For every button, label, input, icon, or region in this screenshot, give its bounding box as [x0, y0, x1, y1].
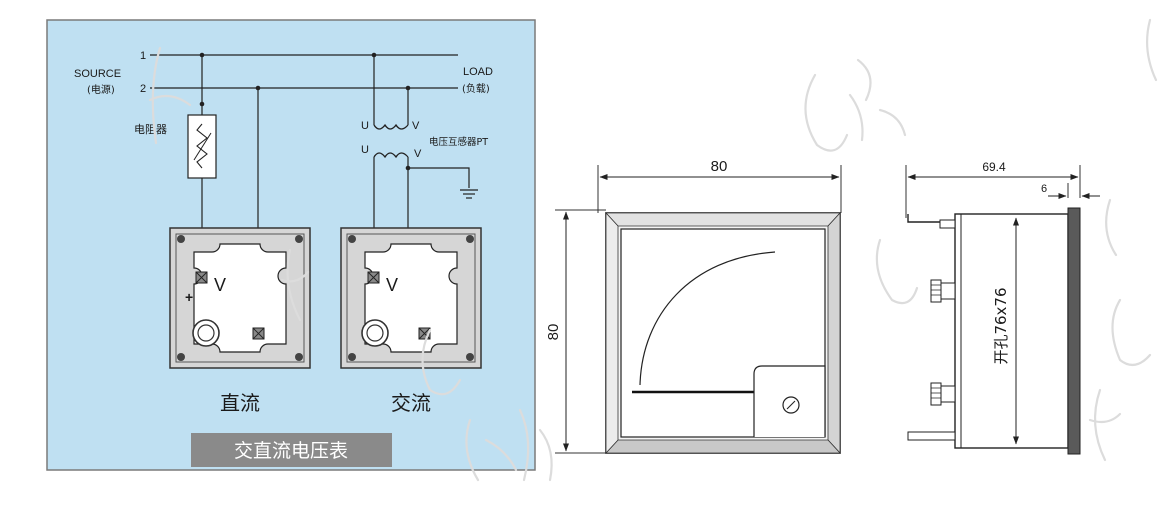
ac-caption: 交流: [391, 391, 431, 415]
dc-meter-stud: [192, 319, 220, 347]
line-1-number: 1: [140, 50, 146, 62]
watermark-strokes: [148, 18, 1158, 482]
pt-secondary-coil: [373, 152, 409, 159]
width-dimension: 80: [711, 158, 728, 175]
ac-meter-symbol: V: [386, 275, 398, 295]
junction-dot: [199, 101, 205, 107]
junction-dot: [405, 85, 411, 91]
terminal-stud-upper: [930, 279, 956, 303]
meter-front-flange: [1067, 207, 1081, 455]
junction-dot: [405, 165, 411, 171]
footer-caption: 交直流电压表: [234, 440, 348, 462]
resistor-symbol: [196, 123, 208, 169]
side-view: 69.4 6 开孔76x76: [905, 160, 1100, 455]
junction-dot: [199, 52, 205, 58]
scale-arc: [639, 251, 776, 386]
footer-caption-box: [191, 433, 392, 467]
front-view: 80 80: [545, 158, 842, 455]
height-dimension: 80: [545, 324, 562, 341]
shunt-label: 电阻器: [134, 123, 167, 136]
dc-plus-sign: +: [185, 289, 193, 305]
source-label: SOURCE: [74, 68, 121, 80]
wiring-diagram-panel: 1 2 SOURCE (电源) LOAD (负载) 电阻器 U V U V 电压…: [46, 19, 536, 471]
ground-icon: [460, 189, 478, 199]
depth-dimension: 69.4: [982, 160, 1006, 174]
pt-v-bottom: V: [414, 148, 422, 160]
junction-dot: [255, 85, 261, 91]
resistor-arrow: [193, 132, 212, 161]
pt-label: 电压互感器PT: [429, 136, 488, 148]
pt-u-top: U: [361, 120, 369, 132]
pt-u-bottom: U: [361, 144, 369, 156]
load-label: LOAD: [463, 66, 493, 78]
ac-meter-back: V: [340, 227, 482, 369]
ac-meter-stud: [361, 319, 389, 347]
terminal-pin-bottom: [907, 431, 956, 441]
pt-primary-coil: [373, 123, 409, 130]
cutout-label: 开孔76x76: [992, 287, 1010, 364]
flange-dimension: 6: [1041, 183, 1047, 195]
junction-dot: [371, 52, 377, 58]
terminal-stud-lower: [930, 382, 956, 406]
source-cn-label: (电源): [87, 83, 115, 96]
terminal-pin-top: [939, 219, 956, 229]
meter-side-body: [954, 213, 1069, 449]
dc-meter-symbol: V: [214, 275, 226, 295]
dc-caption: 直流: [220, 391, 260, 415]
ground-wire: [408, 167, 470, 188]
mounting-bracket: [907, 214, 955, 223]
load-cn-label: (负载): [462, 82, 490, 95]
dc-meter-back: V +: [169, 227, 311, 369]
pt-v-top: V: [412, 120, 420, 132]
line-2-number: 2: [140, 83, 146, 95]
